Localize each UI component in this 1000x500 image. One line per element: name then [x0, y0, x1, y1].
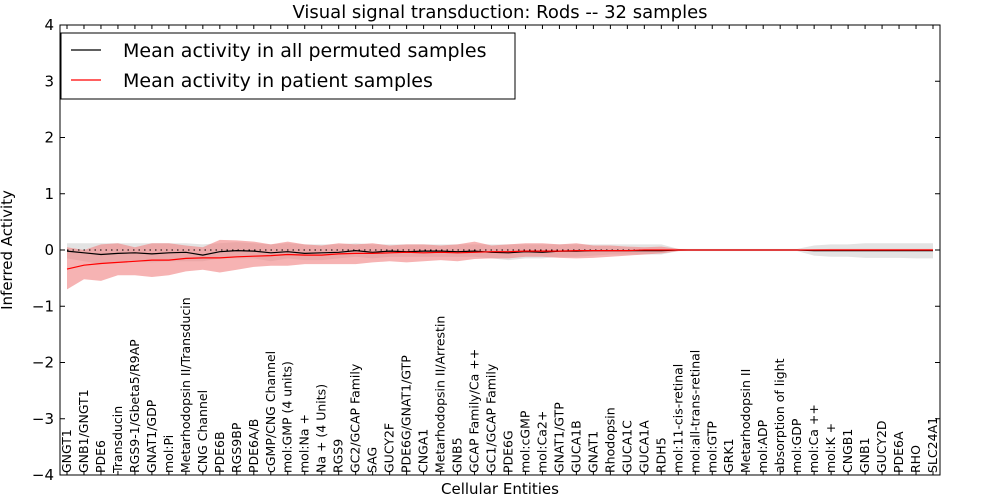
- legend-label-permuted: Mean activity in all permuted samples: [123, 40, 486, 62]
- x-category-label: GNAT1/GTP: [551, 402, 566, 473]
- x-category-label: GNB5: [450, 437, 465, 473]
- x-category-label: CNGA1: [416, 429, 431, 473]
- legend: Mean activity in all permuted samples Me…: [60, 32, 516, 100]
- x-category-label: CNG Channel: [195, 390, 210, 473]
- x-category-label: GUCA1A: [636, 420, 651, 473]
- y-tick-label: 1: [44, 185, 54, 203]
- x-category-label: GRK1: [721, 438, 736, 473]
- x-category-label: GC2/GCAP Family: [348, 363, 363, 473]
- x-category-label: mol:ADP: [755, 419, 770, 473]
- x-category-label: mol:Pi: [161, 435, 176, 473]
- legend-box: [60, 32, 516, 100]
- x-category-label: GNAT1/GDP: [144, 399, 159, 473]
- x-category-label: GUCY2D: [874, 420, 889, 473]
- legend-label-patient: Mean activity in patient samples: [123, 70, 433, 92]
- y-tick-label: −4: [32, 466, 54, 484]
- x-category-label: PDE6A/B: [246, 419, 261, 473]
- x-category-label: Metarhodopsin II/Arrestin: [433, 316, 448, 473]
- x-category-label: mol:11-cis-retinal: [670, 364, 685, 473]
- x-category-label: mol:cGMP: [518, 410, 533, 473]
- x-category-label: GNB1/GNGT1: [76, 389, 91, 473]
- y-tick-label: 2: [44, 129, 54, 147]
- confidence-bands: [67, 239, 933, 290]
- y-tick-label: 0: [44, 241, 54, 259]
- x-category-label: GUCA1C: [619, 420, 634, 473]
- x-category-label: mol:K +: [823, 423, 838, 473]
- y-tick-label: −3: [32, 410, 54, 428]
- x-category-label: cGMP/CNG Channel: [263, 351, 278, 473]
- x-category-label: GUCA1B: [568, 420, 583, 473]
- x-category-label: GC1/GCAP Family: [484, 363, 499, 473]
- x-category-label: Na + (4 Units): [314, 384, 329, 473]
- y-tick-label: −1: [32, 297, 54, 315]
- x-category-label: RHO: [908, 445, 923, 473]
- x-category-label: mol:GTP: [704, 421, 719, 473]
- y-tick-label: 3: [44, 72, 54, 90]
- x-category-label: mol:GDP: [789, 418, 804, 473]
- x-category-label: SLC24A1: [925, 417, 940, 473]
- x-category-label: mol:Ca ++: [806, 404, 821, 473]
- y-axis-label: Inferred Activity: [0, 190, 16, 310]
- x-category-label: mol:all-trans-retinal: [687, 350, 702, 473]
- x-category-label: SAG: [365, 447, 380, 473]
- chart-title: Visual signal transduction: Rods -- 32 s…: [292, 2, 707, 23]
- x-category-label: Metarhodopsin II: [738, 369, 753, 473]
- x-category-label: GNB1: [857, 437, 872, 473]
- x-category-label: PDE6A: [891, 431, 906, 473]
- x-category-label: RDH5: [653, 437, 668, 473]
- x-category-label: Metarhodopsin II/Transducin: [178, 297, 193, 473]
- x-category-label: PDE6B: [212, 431, 227, 473]
- x-category-label: mol:Na +: [297, 414, 312, 473]
- x-category-label: Transducin: [110, 406, 125, 474]
- x-category-label: Rhodopsin: [602, 407, 617, 473]
- x-axis-label: Cellular Entities: [441, 480, 559, 498]
- y-axis-ticks: −4 −3 −2 −1 0 1 2 3 4: [32, 16, 940, 484]
- y-tick-label: 4: [44, 16, 54, 34]
- x-category-label: mol:Ca2+: [535, 411, 550, 473]
- x-category-label: GCAP Family/Ca ++: [467, 349, 482, 473]
- x-category-label: mol:GMP (4 units): [280, 361, 295, 473]
- x-category-label: PDE6G: [501, 430, 516, 473]
- x-category-label: RGS9: [331, 439, 346, 473]
- x-category-label: GNGT1: [59, 429, 74, 473]
- band-patient: [67, 239, 933, 290]
- x-category-label: GNAT1: [585, 431, 600, 473]
- x-category-label: GUCY2F: [382, 423, 397, 473]
- x-category-label: PDE6G/GNAT1/GTP: [399, 355, 414, 473]
- series-lines: [66, 249, 933, 270]
- x-category-label: CNGB1: [840, 429, 855, 473]
- y-tick-label: −2: [32, 354, 54, 372]
- x-category-label: RGS9-1/Gbeta5/R9AP: [127, 339, 142, 473]
- x-category-label: absorption of light: [772, 358, 787, 473]
- line-patient-mean: [66, 249, 933, 270]
- x-category-label: RGS9BP: [229, 422, 244, 473]
- x-category-label: PDE6: [93, 440, 108, 473]
